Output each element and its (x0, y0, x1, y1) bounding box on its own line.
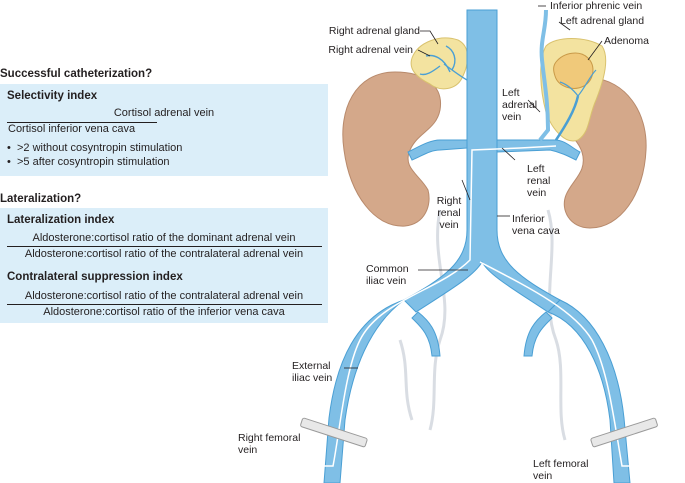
lateralization-box: Lateralization index Aldosterone:cortiso… (0, 208, 328, 323)
selectivity-bullet: >2 without cosyntropin stimulation (7, 142, 182, 155)
fraction-line (7, 246, 322, 247)
svg-text:vena cava: vena cava (512, 225, 560, 237)
label-left-renal-vein: Left renal vein (527, 163, 550, 199)
label-left-femoral-vein: Left femoral vein (533, 458, 588, 482)
svg-text:Left: Left (527, 163, 545, 175)
leader-lines (344, 5, 603, 369)
label-external-iliac-vein: External iliac vein (292, 360, 332, 384)
svg-text:Right: Right (437, 195, 462, 207)
adenoma (553, 52, 594, 89)
selectivity-title: Selectivity index (7, 90, 98, 102)
selectivity-bullet: >5 after cosyntropin stimulation (7, 156, 170, 169)
left-adrenal-vein (554, 95, 580, 141)
svg-text:renal: renal (527, 175, 550, 187)
label-right-adrenal-vein: Right adrenal vein (328, 44, 413, 56)
svg-text:vein: vein (527, 187, 546, 199)
right-internal-iliac-vein (411, 311, 441, 357)
label-right-adrenal-gland: Right adrenal gland (329, 25, 420, 37)
svg-text:iliac vein: iliac vein (366, 275, 406, 287)
svg-text:vein: vein (502, 111, 521, 123)
label-inferior-phrenic-vein: Inferior phrenic vein (550, 0, 642, 12)
selectivity-denominator: Cortisol inferior vena cava (8, 123, 136, 135)
left-internal-iliac-vein (523, 311, 553, 357)
left-renal-vein (496, 139, 581, 161)
fraction-line (7, 122, 157, 123)
catheterization-heading: Successful catheterization? (0, 68, 153, 80)
svg-text:vein: vein (238, 444, 257, 456)
svg-text:renal: renal (437, 207, 460, 219)
svg-text:Common: Common (366, 263, 409, 275)
suppression-title: Contralateral suppression index (7, 271, 183, 283)
label-right-renal-vein: Right renal vein (437, 195, 462, 231)
fraction-line (7, 304, 322, 305)
svg-text:vein: vein (533, 470, 552, 482)
right-iliac-vein (323, 299, 405, 483)
svg-text:iliac vein: iliac vein (292, 372, 332, 384)
suppression-numerator: Aldosterone:cortisol ratio of the contra… (24, 290, 304, 302)
right-renal-vein (407, 139, 468, 161)
suppression-denominator: Aldosterone:cortisol ratio of the inferi… (43, 306, 285, 318)
lateralization-denominator: Aldosterone:cortisol ratio of the contra… (24, 248, 304, 260)
inferior-vena-cava (403, 9, 561, 313)
background-vessels (398, 209, 567, 441)
svg-text:Right femoral: Right femoral (238, 432, 300, 444)
right-adrenal-gland (410, 37, 468, 90)
inferior-phrenic-vein (538, 9, 551, 142)
selectivity-box: Selectivity index Cortisol adrenal vein … (0, 84, 328, 176)
svg-text:Left femoral: Left femoral (533, 458, 588, 470)
label-left-adrenal-vein: Left adrenal vein (502, 87, 537, 123)
selectivity-numerator: Cortisol adrenal vein (113, 107, 215, 119)
svg-text:Inferior: Inferior (512, 213, 545, 225)
label-left-adrenal-gland: Left adrenal gland (560, 15, 644, 27)
right-femoral-sheath (300, 417, 368, 448)
left-femoral-sheath (590, 417, 658, 448)
lateralization-heading: Lateralization? (0, 193, 82, 205)
svg-text:adrenal: adrenal (502, 99, 537, 111)
right-adrenal-vessels (419, 45, 468, 81)
label-adenoma: Adenoma (604, 35, 649, 47)
svg-text:vein: vein (439, 219, 458, 231)
catheter-left (479, 261, 664, 467)
label-right-femoral-vein: Right femoral vein (238, 432, 300, 456)
svg-text:Left: Left (502, 87, 520, 99)
label-inferior-vena-cava: Inferior vena cava (512, 213, 560, 237)
lateralization-numerator: Aldosterone:cortisol ratio of the domina… (32, 232, 296, 244)
lateralization-title: Lateralization index (7, 214, 115, 226)
svg-text:External: External (292, 360, 331, 372)
label-common-iliac-vein: Common iliac vein (366, 263, 409, 287)
left-adrenal-vessels (559, 69, 597, 97)
right-kidney (342, 71, 441, 227)
